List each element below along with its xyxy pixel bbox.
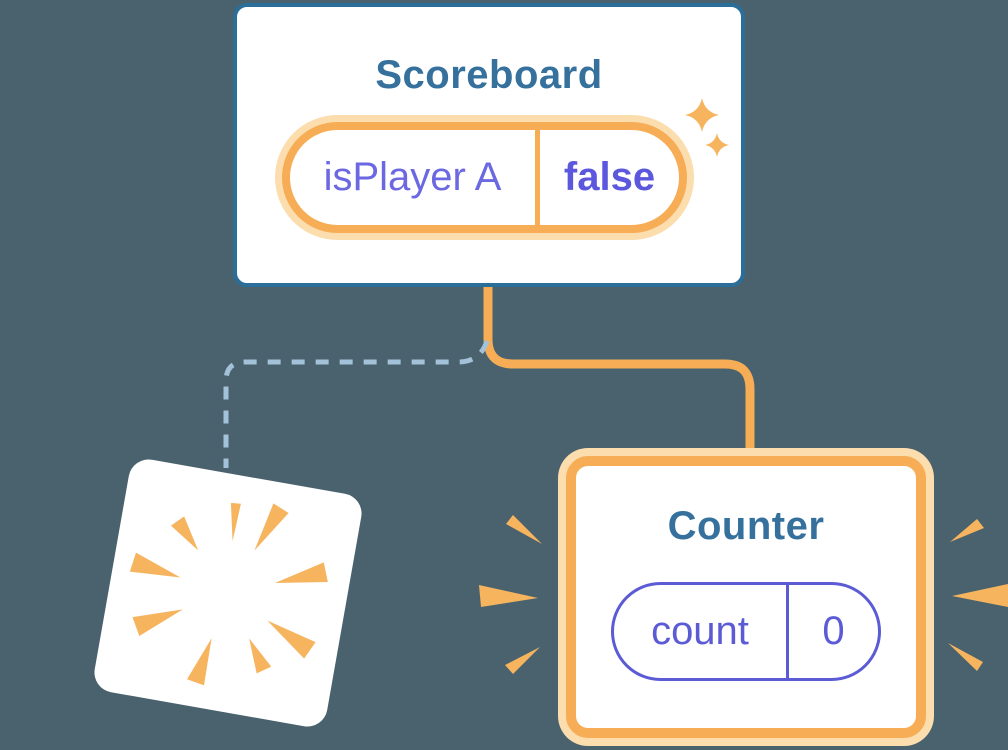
- state-value-label: 0: [822, 609, 845, 653]
- scoreboard-title: Scoreboard: [375, 53, 603, 97]
- sparkles-icon: [685, 98, 729, 157]
- pill-divider: [535, 130, 540, 225]
- counter-title: Counter: [667, 504, 825, 548]
- counter-card: Counter count 0: [566, 456, 926, 738]
- destroyed-card: [91, 456, 365, 730]
- counter-state-pill: count 0: [611, 582, 881, 681]
- solid-connector-line: [483, 285, 755, 454]
- burst-icon: [129, 502, 328, 686]
- state-name-label: isPlayer A: [323, 155, 502, 199]
- pill-divider: [786, 585, 789, 678]
- state-value-label: false: [563, 155, 656, 199]
- dashed-connector-line: [223, 340, 490, 468]
- scoreboard-state-pill: isPlayer A false: [282, 122, 687, 233]
- state-name-label: count: [651, 609, 749, 653]
- scoreboard-card: Scoreboard isPlayer A false: [233, 3, 745, 287]
